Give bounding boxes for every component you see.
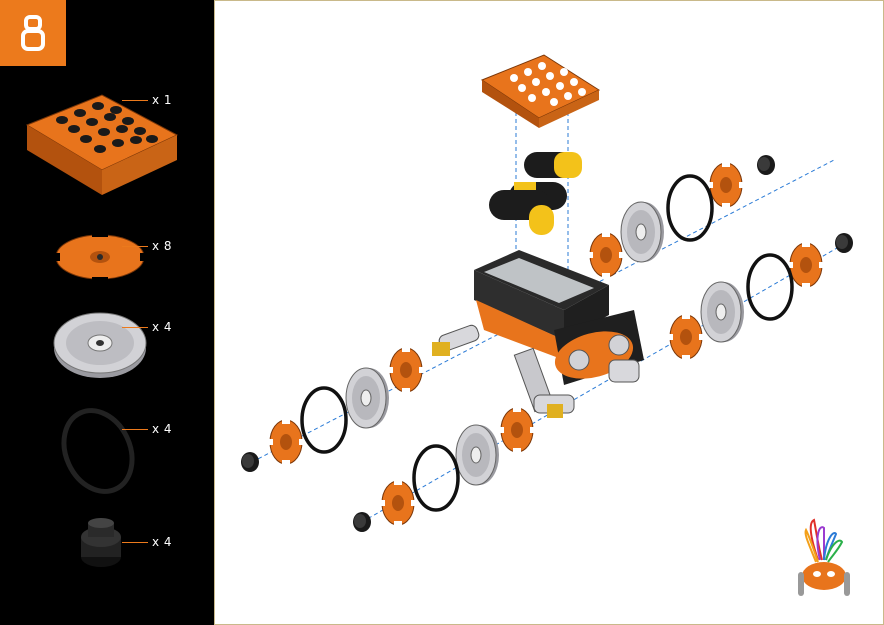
tire-part bbox=[666, 174, 714, 242]
batteries bbox=[489, 152, 582, 235]
tire-part bbox=[412, 444, 460, 512]
hub-clip-part bbox=[387, 345, 425, 395]
exploded-assembly-diagram bbox=[241, 54, 853, 596]
rim-part bbox=[345, 367, 390, 429]
part-battery-cover: x 1 bbox=[0, 80, 214, 200]
hub-clip-part bbox=[379, 478, 417, 528]
battery-cover-icon bbox=[25, 94, 179, 195]
rim-part bbox=[455, 424, 500, 486]
step-badge: 8 bbox=[0, 0, 66, 66]
axle-cap-part bbox=[241, 452, 259, 472]
part-qty-label: x 1 bbox=[152, 93, 173, 107]
assembly-guide-lines bbox=[251, 105, 845, 523]
qty-leader-line bbox=[122, 327, 148, 328]
part-hub-clip: x 8 bbox=[0, 225, 214, 285]
rim-part bbox=[620, 201, 665, 263]
axle-cap-icon bbox=[81, 518, 121, 567]
hub-clip-part bbox=[267, 417, 305, 467]
wheel-rim-icon bbox=[53, 312, 147, 378]
axle-cap-part bbox=[757, 155, 775, 175]
part-wheel-rim: x 4 bbox=[0, 300, 214, 380]
rim-part bbox=[700, 281, 745, 343]
axle-cap-part bbox=[353, 512, 371, 532]
hub-clip-part bbox=[667, 312, 705, 362]
robot-mascot-icon bbox=[798, 518, 850, 596]
robot-chassis bbox=[432, 250, 644, 418]
qty-leader-line bbox=[122, 100, 148, 101]
part-qty-label: x 4 bbox=[152, 422, 173, 436]
part-qty-label: x 8 bbox=[152, 239, 173, 253]
part-qty-label: x 4 bbox=[152, 535, 173, 549]
part-rubber-tire: x 4 bbox=[0, 400, 214, 500]
hub-clip-icon bbox=[52, 231, 148, 283]
qty-leader-line bbox=[122, 246, 148, 247]
step-badge-icon bbox=[21, 15, 45, 51]
rubber-tire-icon bbox=[61, 408, 135, 494]
qty-leader-line bbox=[122, 429, 148, 430]
hub-clip-part bbox=[498, 405, 536, 455]
part-axle-cap: x 4 bbox=[0, 515, 214, 575]
qty-leader-line bbox=[122, 542, 148, 543]
tire-part bbox=[300, 386, 348, 454]
parts-sidebar: 8 x 1 x 8 bbox=[0, 0, 214, 625]
axle-cap-part bbox=[835, 233, 853, 253]
assembly-canvas bbox=[214, 0, 884, 625]
hub-clip-part bbox=[707, 160, 745, 210]
battery-cover-part bbox=[480, 54, 601, 128]
part-qty-label: x 4 bbox=[152, 320, 173, 334]
